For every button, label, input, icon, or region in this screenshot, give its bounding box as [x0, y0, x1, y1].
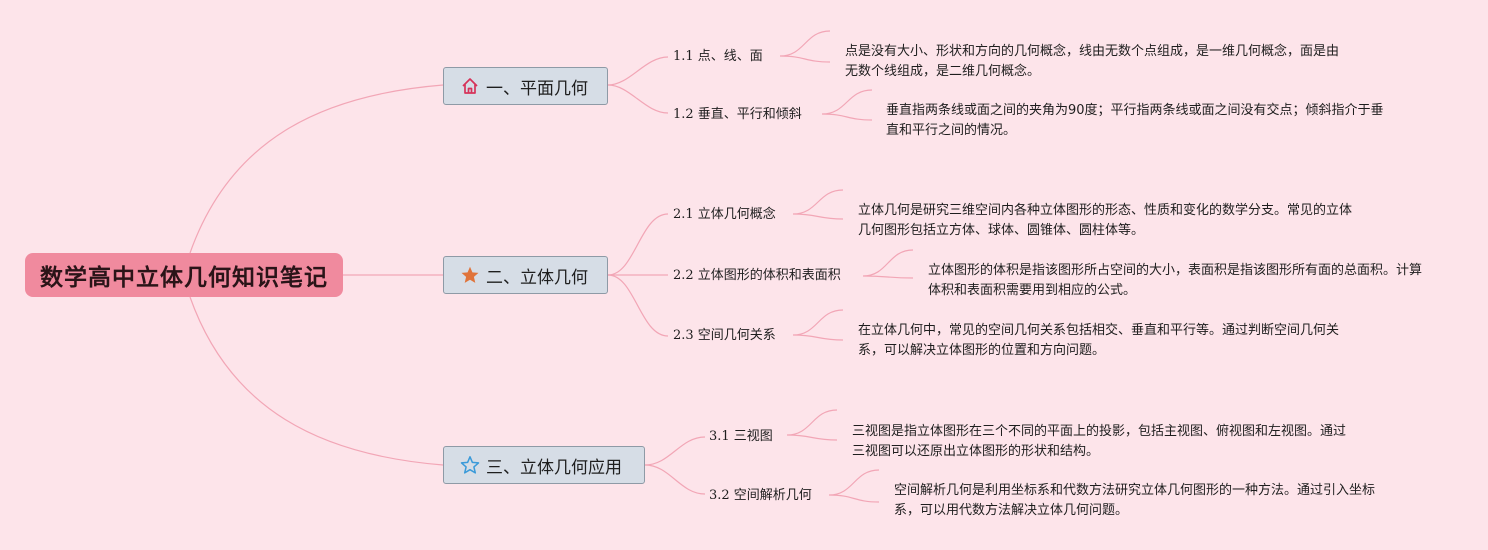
note-3-1[interactable]: 三视图是指立体图形在三个不同的平面上的投影，包括主视图、俯视图和左视图。通过三视… [852, 424, 1347, 459]
subtopic-3-1[interactable]: 3.1 三视图 [709, 429, 773, 444]
branch-solid-geometry[interactable]: 二、立体几何 [443, 256, 608, 294]
sub2-1-brace [792, 189, 844, 220]
note-3-2[interactable]: 空间解析几何是利用坐标系和代数方法研究立体几何图形的一种方法。通过引入坐标系，可… [894, 483, 1376, 518]
sub2-2-brace [862, 249, 914, 279]
branch2-connector-1 [607, 213, 669, 276]
note-2-3[interactable]: 在立体几何中，常见的空间几何关系包括相交、垂直和平行等。通过判断空间几何关系，可… [858, 323, 1340, 358]
star-filled-icon [460, 265, 480, 285]
subtopic-3-2[interactable]: 3.2 空间解析几何 [709, 488, 812, 503]
subtopic-2-1[interactable]: 2.1 立体几何概念 [673, 207, 776, 222]
sub1-2-brace [821, 89, 873, 121]
branch1-connector-2 [607, 84, 669, 114]
branch-label: 二、立体几何 [486, 267, 588, 288]
note-2-2[interactable]: 立体图形的体积是指该图形所占空间的大小，表面积是指该图形所有面的总面积。计算体积… [928, 263, 1423, 298]
subtopic-1-1[interactable]: 1.1 点、线、面 [673, 49, 763, 64]
note-1-2[interactable]: 垂直指两条线或面之间的夹角为90度；平行指两条线或面之间没有交点；倾斜指介于垂直… [886, 103, 1384, 138]
branch3-connector-2 [644, 464, 706, 495]
branch-label: 一、平面几何 [486, 78, 588, 99]
branch3-connector-1 [644, 436, 706, 466]
root-topic[interactable]: 数学高中立体几何知识笔记 [25, 253, 343, 297]
root-connector-1 [189, 84, 444, 254]
branch2-connector-3 [607, 274, 669, 337]
branch1-connector-1 [607, 56, 669, 86]
root-title: 数学高中立体几何知识笔记 [40, 265, 328, 291]
branch-geometry-applications[interactable]: 三、立体几何应用 [443, 446, 645, 484]
sub3-2-brace [828, 469, 880, 503]
root-connector-3 [189, 296, 444, 466]
note-2-1[interactable]: 立体几何是研究三维空间内各种立体图形的形态、性质和变化的数学分支。常见的立体几何… [858, 203, 1353, 238]
subtopic-2-2[interactable]: 2.2 立体图形的体积和表面积 [673, 268, 841, 283]
subtopic-2-3[interactable]: 2.3 空间几何关系 [673, 328, 776, 343]
house-icon [460, 76, 480, 96]
branch-plane-geometry[interactable]: 一、平面几何 [443, 67, 608, 105]
sub3-1-brace [786, 409, 838, 441]
sub1-1-brace [779, 30, 831, 63]
sub2-3-brace [792, 309, 844, 341]
star-outline-icon [460, 455, 480, 475]
subtopic-1-2[interactable]: 1.2 垂直、平行和倾斜 [673, 107, 802, 122]
note-1-1[interactable]: 点是没有大小、形状和方向的几何概念，线由无数个点组成，是一维几何概念，面是由无数… [845, 44, 1340, 79]
branch-label: 三、立体几何应用 [486, 457, 622, 478]
